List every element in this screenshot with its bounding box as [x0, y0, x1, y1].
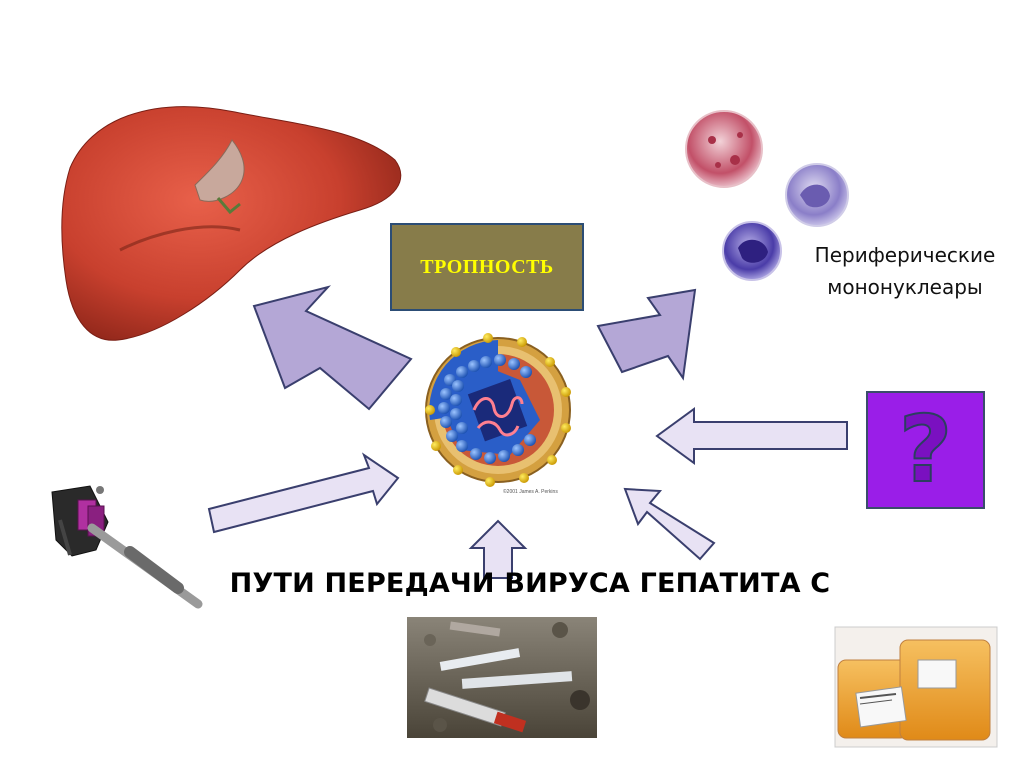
virus-image-credit: ©2001 James A. Perkins: [503, 489, 558, 495]
virus-icon: [425, 333, 571, 487]
arrow-to-liver: [252, 285, 413, 411]
arrow-from-syringes: [468, 519, 528, 579]
liver-icon: [61, 106, 402, 341]
arrow-from-transfusion: [623, 487, 716, 561]
transmission-routes-title: ПУТИ ПЕРЕДАЧИ ВИРУСА ГЕПАТИТА С: [229, 568, 831, 599]
arrow-from-tattoo: [207, 452, 400, 534]
question-icon: ?: [898, 396, 953, 503]
syringes-photo: [407, 617, 597, 738]
mononuclears-label-line1: Периферические: [814, 243, 996, 267]
mononuclears-label-line2: мононуклеары: [827, 275, 983, 299]
tattoo-machine-icon: [51, 485, 203, 609]
blood-bag-photo: [834, 626, 998, 748]
arrow-from-unknown: [655, 407, 848, 465]
tropism-label: ТРОПНОСТЬ: [420, 255, 554, 278]
blood-cells-icon: [685, 110, 849, 281]
mononuclears-label: Периферические мононуклеары: [780, 239, 1024, 303]
unknown-route-box: ?: [866, 391, 985, 509]
arrow-to-mononuclears: [596, 288, 697, 381]
tropism-box: ТРОПНОСТЬ: [390, 223, 584, 311]
